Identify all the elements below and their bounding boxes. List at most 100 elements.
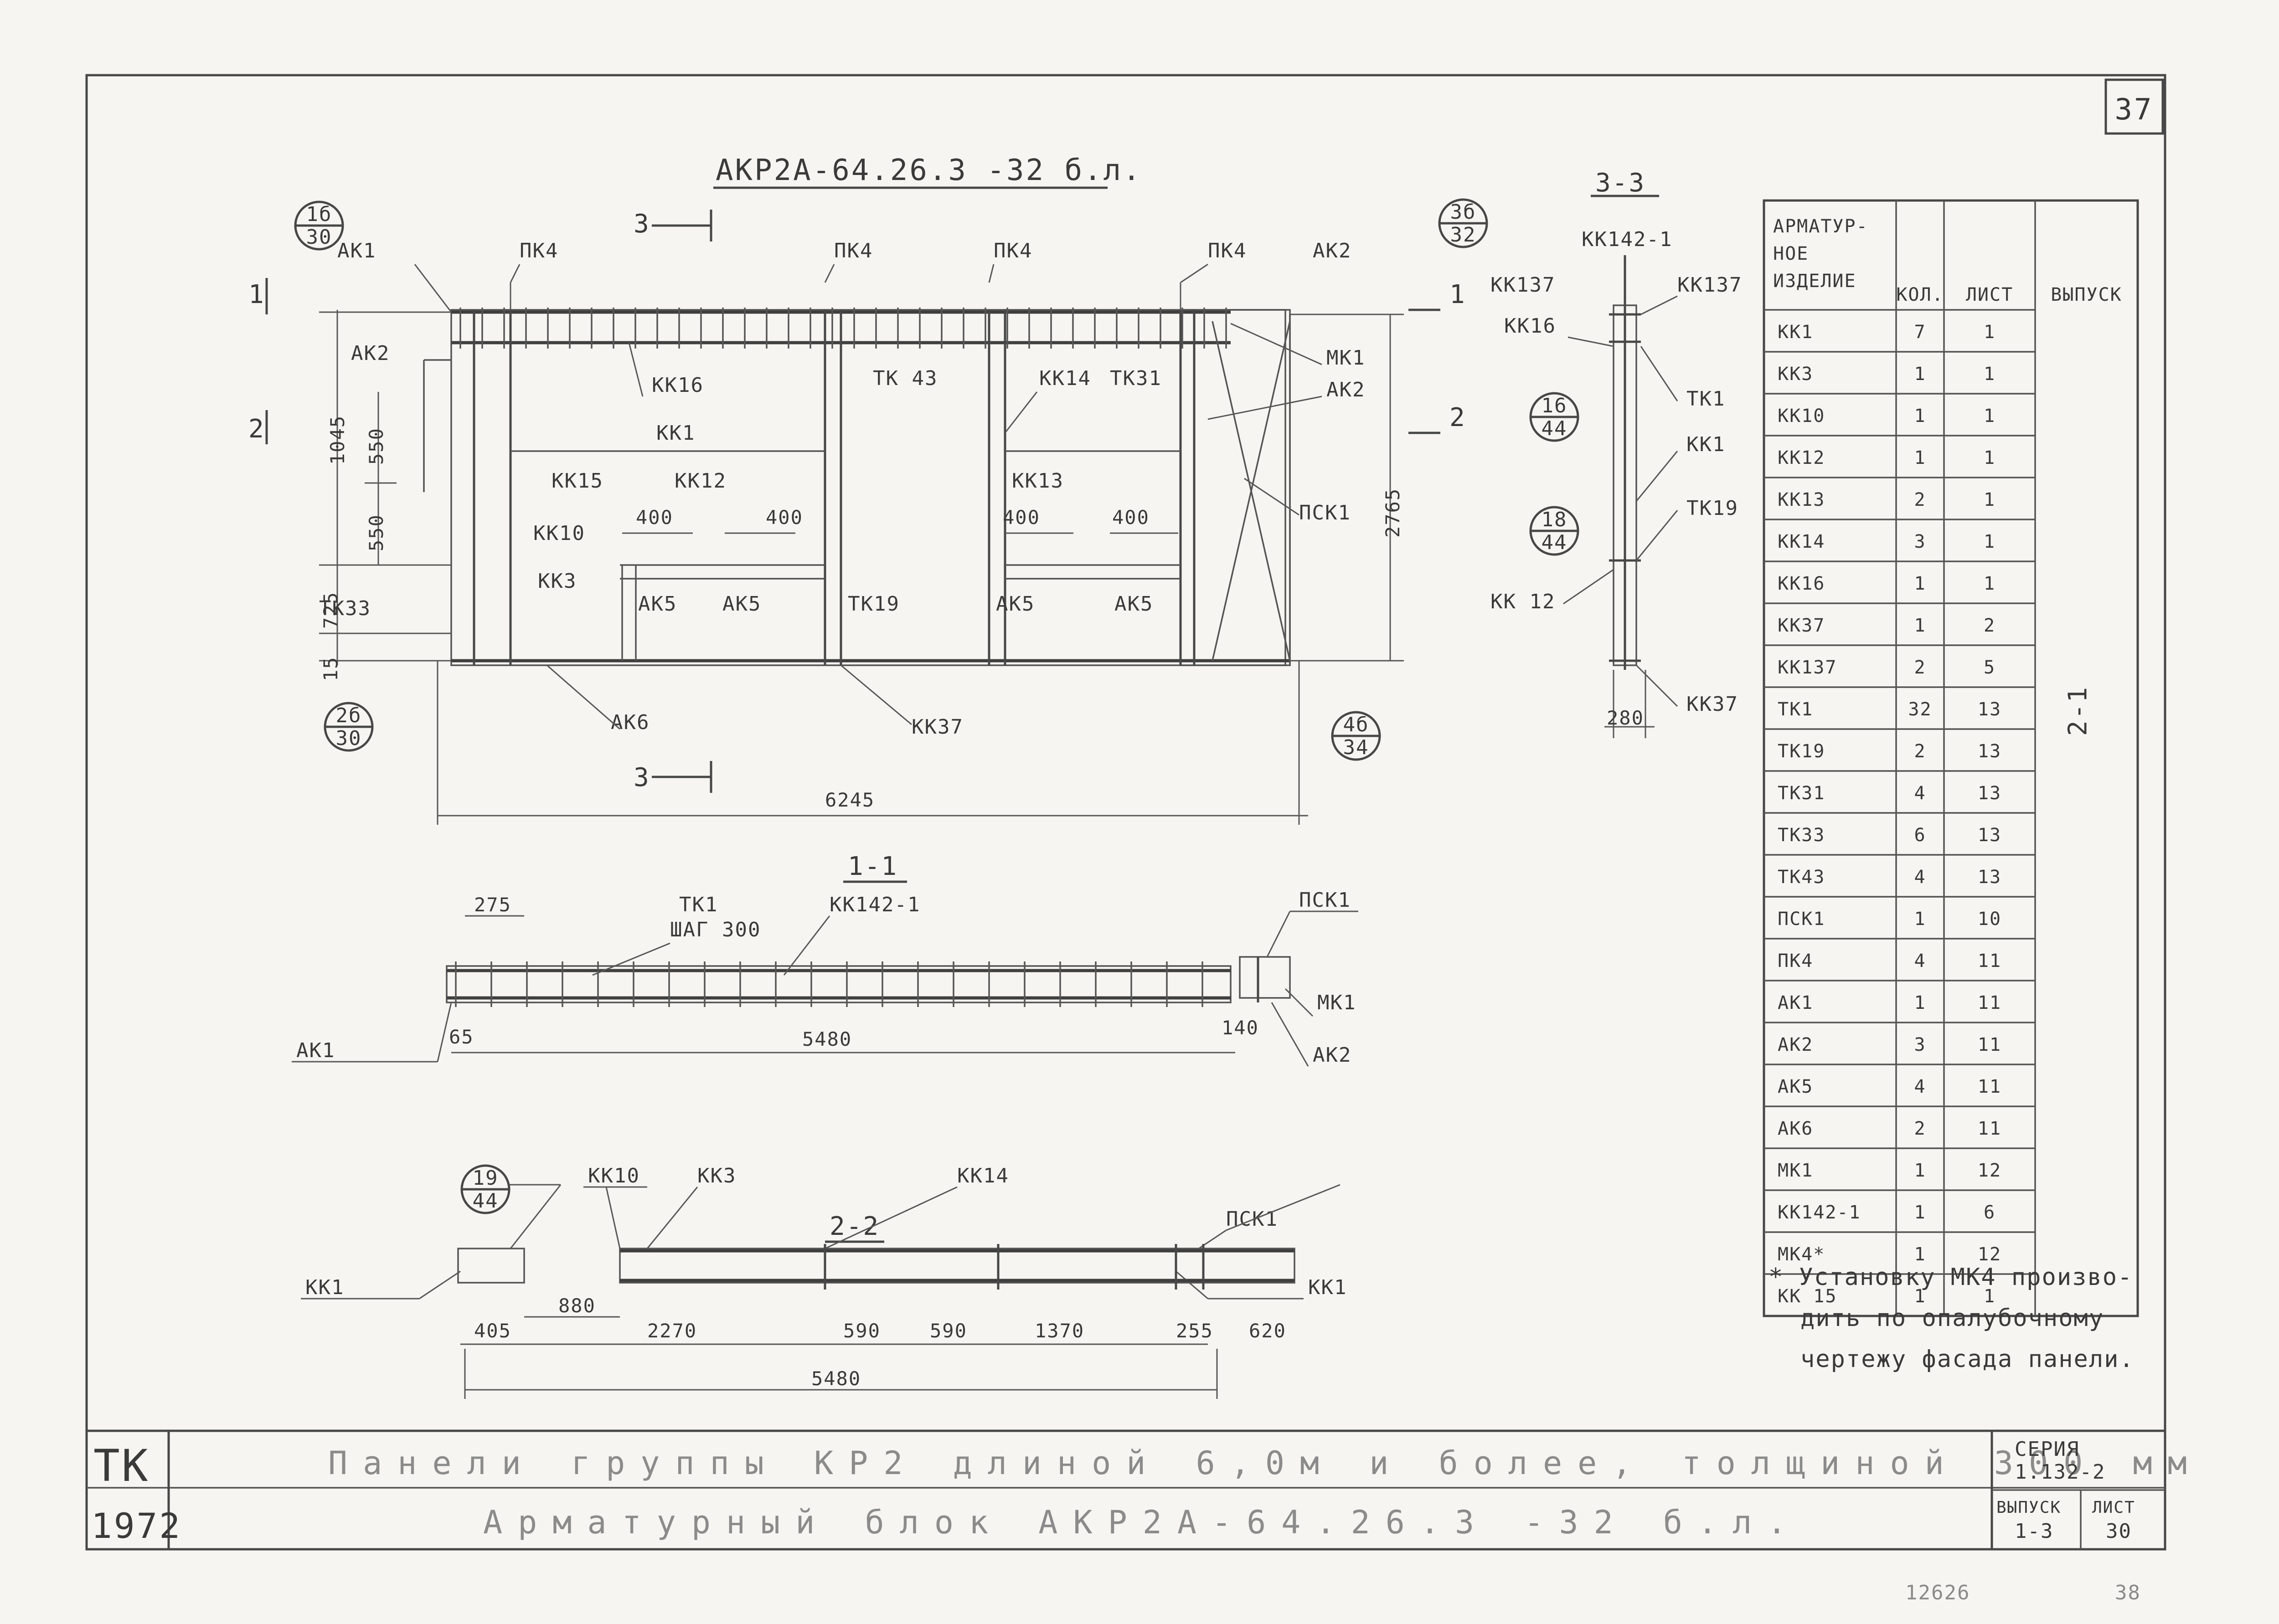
s33-label-kk137b: КК137 [1677, 273, 1742, 297]
table-header-item: НОЕ [1773, 243, 1809, 264]
label-kk10: КК10 [533, 522, 585, 545]
table-cell: 13 [1978, 783, 2001, 804]
main-view-title: АКР2А-64.26.3 -32 б.л. [716, 154, 1142, 187]
s33-dim-280: 280 [1607, 707, 1644, 729]
dim-400c: 400 [1003, 506, 1040, 529]
table-cell: 1 [1914, 615, 1926, 636]
callout-2b-30: 2б 30 [324, 702, 374, 752]
table-cell: 1 [1914, 573, 1926, 594]
label-ak5-3: АК5 [996, 592, 1035, 616]
table-cell: 4 [1914, 951, 1926, 971]
s22-dim-590b: 590 [930, 1320, 967, 1342]
label-kk14: КК14 [1039, 367, 1091, 390]
label-ak2-right: АК2 [1326, 378, 1365, 401]
table-cell: ПСК1 [1778, 909, 1825, 930]
s22-dim-1370: 1370 [1035, 1320, 1084, 1342]
table-cell: ТК33 [1778, 825, 1825, 846]
svg-text:44: 44 [1542, 531, 1567, 554]
section-mark-3-bottom: 3 [634, 763, 650, 792]
section-3-3: 3-3 КК142-1 КК137 КК137 КК16 ТК1 КК1 ТК1… [1490, 168, 1742, 738]
table-cell: МК4* [1778, 1244, 1825, 1265]
note-line-1: * Установку МК4 произво- [1769, 1264, 2133, 1291]
section-1-1: 1-1 275 ТК1 ШАГ 300 КК142-1 ПСК1 АК1 МК1… [292, 852, 1358, 1067]
s22-dim-880: 880 [558, 1295, 596, 1317]
table-cell: 4 [1914, 1076, 1926, 1097]
section-1-1-title: 1-1 [848, 852, 898, 881]
svg-text:3б: 3б [1450, 200, 1476, 224]
label-ak5-4: АК5 [1114, 592, 1153, 616]
s33-callout-16-44: 16 44 [1529, 392, 1579, 442]
note-line-3: чертежу фасада панели. [1800, 1346, 2135, 1373]
table-cell: 3 [1914, 1034, 1926, 1055]
title-block-line-2: Арматурный блок АКР2А-64.26.3 -32 б.л. [483, 1504, 1802, 1541]
label-ak2-left: АК2 [351, 342, 390, 365]
s33-label-kk1: КК1 [1686, 433, 1725, 456]
table-cell: 2 [1914, 1118, 1926, 1139]
table-cell: 1 [1914, 364, 1926, 385]
table-header-issue: ВЫПУСК [2051, 284, 2122, 305]
table-cell: МК1 [1778, 1160, 1813, 1181]
issue-label: ВЫПУСК [1996, 1498, 2061, 1517]
section-3-3-title: 3-3 [1595, 168, 1645, 198]
svg-text:2б: 2б [336, 704, 362, 727]
s22-label-kk1a: КК1 [305, 1276, 344, 1299]
section-mark-2-right: 2 [1449, 403, 1466, 432]
table-cell: 4 [1914, 867, 1926, 888]
table-cell: 2 [1984, 615, 1995, 636]
table-cell: 32 [1908, 699, 1932, 720]
s11-dim-65: 65 [449, 1026, 474, 1048]
table-cell: 4 [1914, 783, 1926, 804]
table-cell: ТК43 [1778, 867, 1825, 888]
callout-1b-30: 1б 30 [294, 200, 344, 251]
table-cell: 1 [1984, 322, 1995, 343]
table-cell: КК37 [1778, 615, 1825, 636]
table-cell: 1 [1914, 1244, 1926, 1265]
s22-dim-5480: 5480 [811, 1367, 861, 1390]
svg-text:1б: 1б [306, 203, 332, 226]
table-cell: 1 [1914, 909, 1926, 930]
bottom-right-number: 38 [2115, 1581, 2141, 1604]
table-cell: 1 [1914, 447, 1926, 468]
section-mark-3-top: 3 [634, 209, 650, 239]
note-line-2: дить по опалубочному [1800, 1305, 2104, 1332]
s11-label-step: ШАГ 300 [670, 918, 761, 941]
table-cell: АК5 [1778, 1076, 1813, 1097]
s22-callout-19-44: 19 44 [460, 1164, 510, 1214]
s22-dim-405: 405 [474, 1320, 511, 1342]
title-block-year: 1972 [91, 1506, 182, 1546]
table-header-item: АРМАТУР- [1773, 216, 1868, 237]
table-cell: 1 [1984, 447, 1995, 468]
dim-6245: 6245 [825, 789, 875, 811]
label-kk16: КК16 [652, 374, 704, 397]
table-cell: 11 [1978, 1076, 2001, 1097]
section-2-2: 2-2 19 44 КК10 КК3 КК14 ПСК1 КК1 КК1 [301, 1164, 1346, 1399]
s11-dim-140: 140 [1222, 1017, 1259, 1039]
table-cell: 11 [1978, 1118, 2001, 1139]
s11-label-kk142: КК142-1 [830, 893, 920, 916]
sheet-frame [85, 74, 2166, 1551]
table-cell: КК12 [1778, 447, 1825, 468]
table-cell: КК10 [1778, 406, 1825, 427]
s11-label-ak1: АК1 [296, 1039, 335, 1062]
s33-label-kk142: КК142-1 [1582, 228, 1672, 251]
label-tk43: ТК 43 [873, 367, 938, 390]
top-ties [459, 308, 1227, 349]
dim-725: 725 [320, 591, 342, 629]
label-kk15: КК15 [552, 469, 603, 493]
table-cell: ТК19 [1778, 741, 1825, 762]
s33-label-kk16: КК16 [1504, 314, 1556, 338]
s11-ties [455, 961, 1203, 1007]
dim-1045: 1045 [326, 415, 349, 465]
title-block-line-1: Панели группы КР2 длиной 6,0м и более, т… [328, 1444, 2202, 1482]
table-cell: 13 [1978, 825, 2001, 846]
s11-dim-275: 275 [474, 894, 511, 916]
note: * Установку МК4 произво- дить по опалубо… [1769, 1264, 2135, 1373]
svg-text:18: 18 [1542, 508, 1567, 531]
s33-label-tk19: ТК19 [1686, 497, 1738, 520]
title-block-org: ТК [93, 1440, 150, 1491]
section-mark-1-left: 1 [248, 280, 265, 309]
dim-15: 15 [320, 656, 342, 681]
table-cell: 1 [1914, 406, 1926, 427]
table-cell: ТК1 [1778, 699, 1813, 720]
s11-label-psk1: ПСК1 [1299, 889, 1351, 912]
